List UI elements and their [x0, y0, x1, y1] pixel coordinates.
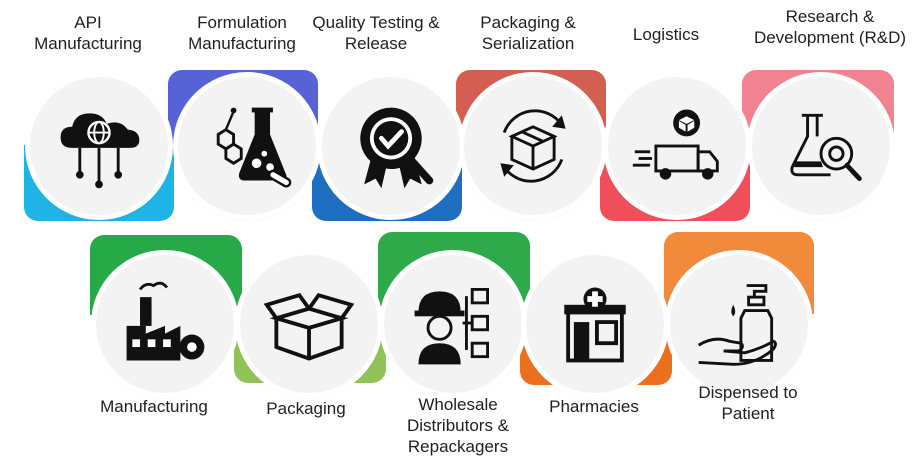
label-formulation-manufacturing: Formulation Manufacturing: [188, 13, 296, 53]
step-wholesale: [384, 255, 522, 393]
step-research-development: [752, 77, 890, 215]
label-dispensed: Dispensed to Patient: [698, 383, 798, 423]
hand-dispenser-icon: [697, 284, 777, 366]
flask-gear-icon: [790, 113, 862, 182]
step-packaging-serialization: [464, 77, 602, 215]
open-box-icon: [263, 292, 355, 361]
label-manufacturing: Manufacturing: [100, 397, 208, 416]
step-manufacturing: [96, 255, 234, 393]
step-dispensed: [670, 255, 808, 393]
cloud-network-icon: [60, 113, 140, 189]
label-quality-testing: Quality Testing & Release: [312, 13, 440, 53]
label-api-manufacturing: API Manufacturing: [34, 13, 142, 53]
step-packaging: [240, 255, 378, 393]
worker-boxes-icon: [414, 288, 489, 365]
label-packaging: Packaging: [266, 399, 346, 418]
step-pharmacies: [526, 255, 664, 393]
quality-badge-icon: [360, 107, 434, 189]
step-logistics: [608, 77, 746, 215]
factory-icon: [126, 281, 205, 361]
label-pharmacies: Pharmacies: [549, 397, 639, 416]
step-api-manufacturing: [30, 77, 168, 215]
delivery-truck-icon: [632, 109, 719, 180]
label-wholesale: Wholesale Distributors & Repackagers: [406, 395, 510, 456]
pharmacy-store-icon: [564, 287, 626, 363]
step-formulation-manufacturing: [178, 77, 316, 215]
box-cycle-icon: [500, 109, 566, 183]
label-research-development: Research & Development (R&D): [753, 7, 907, 47]
chemistry-flask-icon: [216, 107, 292, 188]
label-logistics: Logistics: [632, 25, 700, 44]
step-quality-testing: [322, 77, 460, 215]
label-packaging-serialization: Packaging & Serialization: [480, 13, 576, 53]
